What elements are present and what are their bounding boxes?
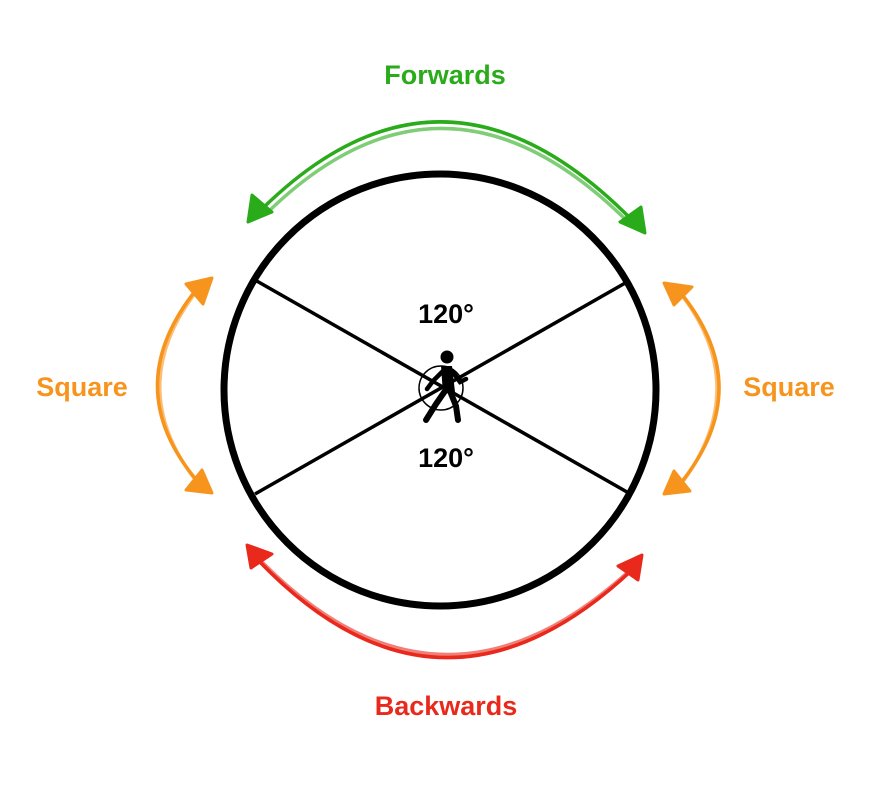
square-right-label: Square [743,372,835,402]
backwards-label: Backwards [375,691,518,721]
square-left-arrow [155,276,214,495]
square-left-label: Square [36,372,128,402]
angle-top-label: 120° [418,299,474,329]
forwards-arc [261,120,634,222]
forwards-label: Forwards [384,60,506,90]
square-right-arrow [662,281,721,496]
square-left-arrowhead-bottom [184,468,214,495]
forwards-arrowhead-right [618,205,647,235]
square-right-arrowhead-top [662,281,694,307]
range-circle [220,170,660,610]
backwards-arrow [245,543,644,660]
divider-line-lower-left-upper-right [254,280,628,496]
person-walking-icon [418,350,469,423]
forwards-arrowhead-left [246,193,274,224]
square-left-arrowhead-top [184,276,214,306]
backwards-arrowhead-left [245,543,274,570]
square-right-arrowhead-bottom [662,469,692,496]
backwards-arrowhead-right [616,553,644,582]
forwards-arrow [246,120,647,235]
angle-bottom-label: 120° [418,443,474,473]
backwards-arc [256,558,634,660]
